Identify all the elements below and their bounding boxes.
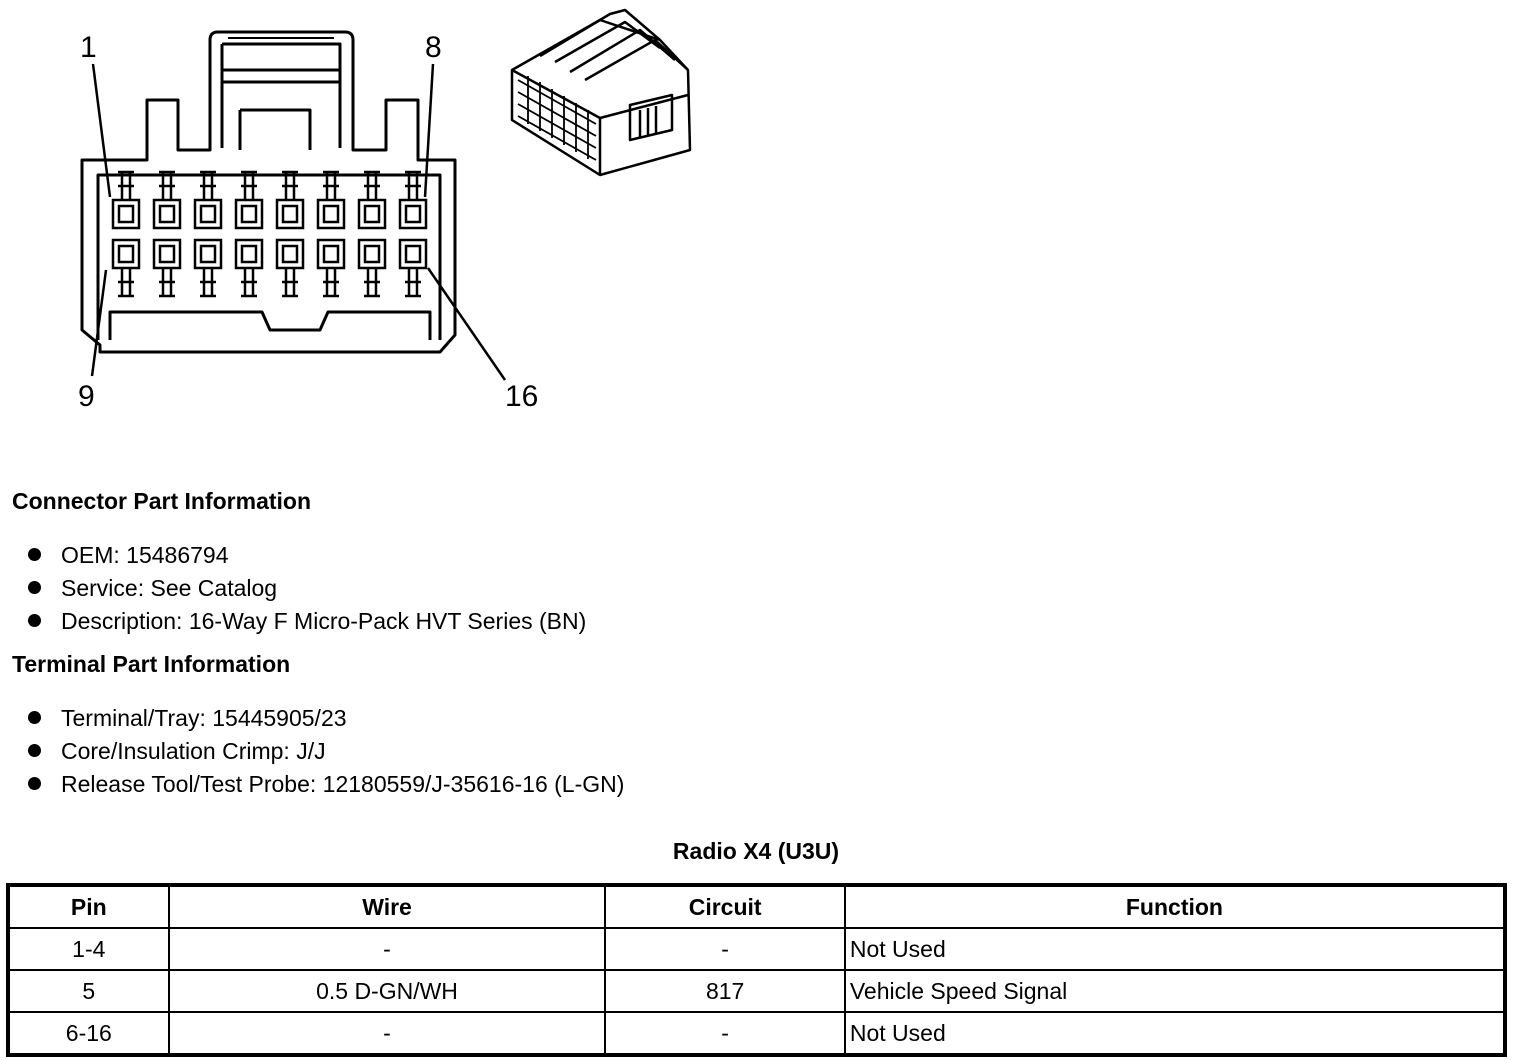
list-item: Core/Insulation Crimp: J/J: [28, 735, 624, 768]
cell-circuit: -: [604, 927, 846, 971]
terminal-info-heading: Terminal Part Information: [12, 651, 291, 677]
pinout-table-title: Radio X4 (U3U): [672, 838, 840, 864]
cell-wire: -: [167, 927, 607, 971]
terminal-cavity: [357, 170, 387, 230]
connector-iso-view-icon: [510, 8, 692, 177]
terminal-cavity: [275, 238, 305, 298]
terminal-cavity: [193, 238, 223, 298]
terminal-cavity: [111, 170, 141, 230]
terminal-cavity: [111, 238, 141, 298]
terminal-cavity: [193, 170, 223, 230]
list-item: Terminal/Tray: 15445905/23: [28, 702, 624, 735]
cell-circuit: 817: [604, 969, 846, 1013]
list-item: Release Tool/Test Probe: 12180559/J-3561…: [28, 768, 624, 801]
list-item: OEM: 15486794: [28, 539, 586, 572]
table-header-row: Pin Wire Circuit Function: [7, 884, 1507, 929]
terminal-cavity: [357, 238, 387, 298]
list-item: Service: See Catalog: [28, 572, 586, 605]
header-circuit: Circuit: [604, 884, 846, 929]
cell-function: Not Used: [843, 927, 1507, 971]
pin-label-8: 8: [425, 31, 442, 64]
terminal-grid: [111, 170, 428, 298]
terminal-cavity: [398, 170, 428, 230]
terminal-cavity: [275, 170, 305, 230]
bullet-icon: [28, 777, 41, 791]
bullet-icon: [28, 744, 41, 758]
pin-label-1: 1: [80, 31, 97, 64]
header-function: Function: [843, 884, 1507, 929]
pin-label-9: 9: [78, 380, 95, 413]
terminal-cavity: [234, 238, 264, 298]
terminal-cavity: [316, 238, 346, 298]
table-row: 1-4 - - Not Used: [7, 927, 1507, 971]
header-wire: Wire: [167, 884, 607, 929]
connector-face-drawing: [80, 8, 692, 381]
cell-wire: 0.5 D-GN/WH: [167, 969, 607, 1013]
pinout-table: Pin Wire Circuit Function 1-4 - - Not Us…: [6, 883, 1507, 1057]
terminal-cavity: [234, 170, 264, 230]
cell-circuit: -: [604, 1011, 846, 1056]
header-pin: Pin: [7, 884, 170, 929]
table-row: 6-16 - - Not Used: [7, 1011, 1507, 1056]
connector-info-heading: Connector Part Information: [12, 488, 312, 514]
bullet-icon: [28, 711, 41, 725]
cell-wire: -: [167, 1011, 607, 1056]
table-row: 5 0.5 D-GN/WH 817 Vehicle Speed Signal: [7, 969, 1507, 1013]
cell-pin: 1-4: [7, 927, 170, 971]
bullet-icon: [28, 548, 41, 562]
terminal-cavity: [398, 238, 428, 298]
terminal-cavity: [316, 170, 346, 230]
cell-function: Vehicle Speed Signal: [843, 969, 1507, 1013]
terminal-info-list: Terminal/Tray: 15445905/23 Core/Insulati…: [28, 702, 624, 801]
cell-function: Not Used: [843, 1011, 1507, 1056]
cell-pin: 6-16: [7, 1011, 170, 1056]
terminal-cavity: [152, 170, 182, 230]
terminal-cavity: [152, 238, 182, 298]
connector-diagram: 1 8 9 16: [0, 0, 720, 430]
list-item: Description: 16-Way F Micro-Pack HVT Ser…: [28, 605, 586, 638]
pin-label-16: 16: [505, 380, 539, 413]
cell-pin: 5: [7, 969, 170, 1013]
connector-info-list: OEM: 15486794 Service: See Catalog Descr…: [28, 539, 586, 638]
bullet-icon: [28, 614, 41, 628]
bullet-icon: [28, 581, 41, 595]
